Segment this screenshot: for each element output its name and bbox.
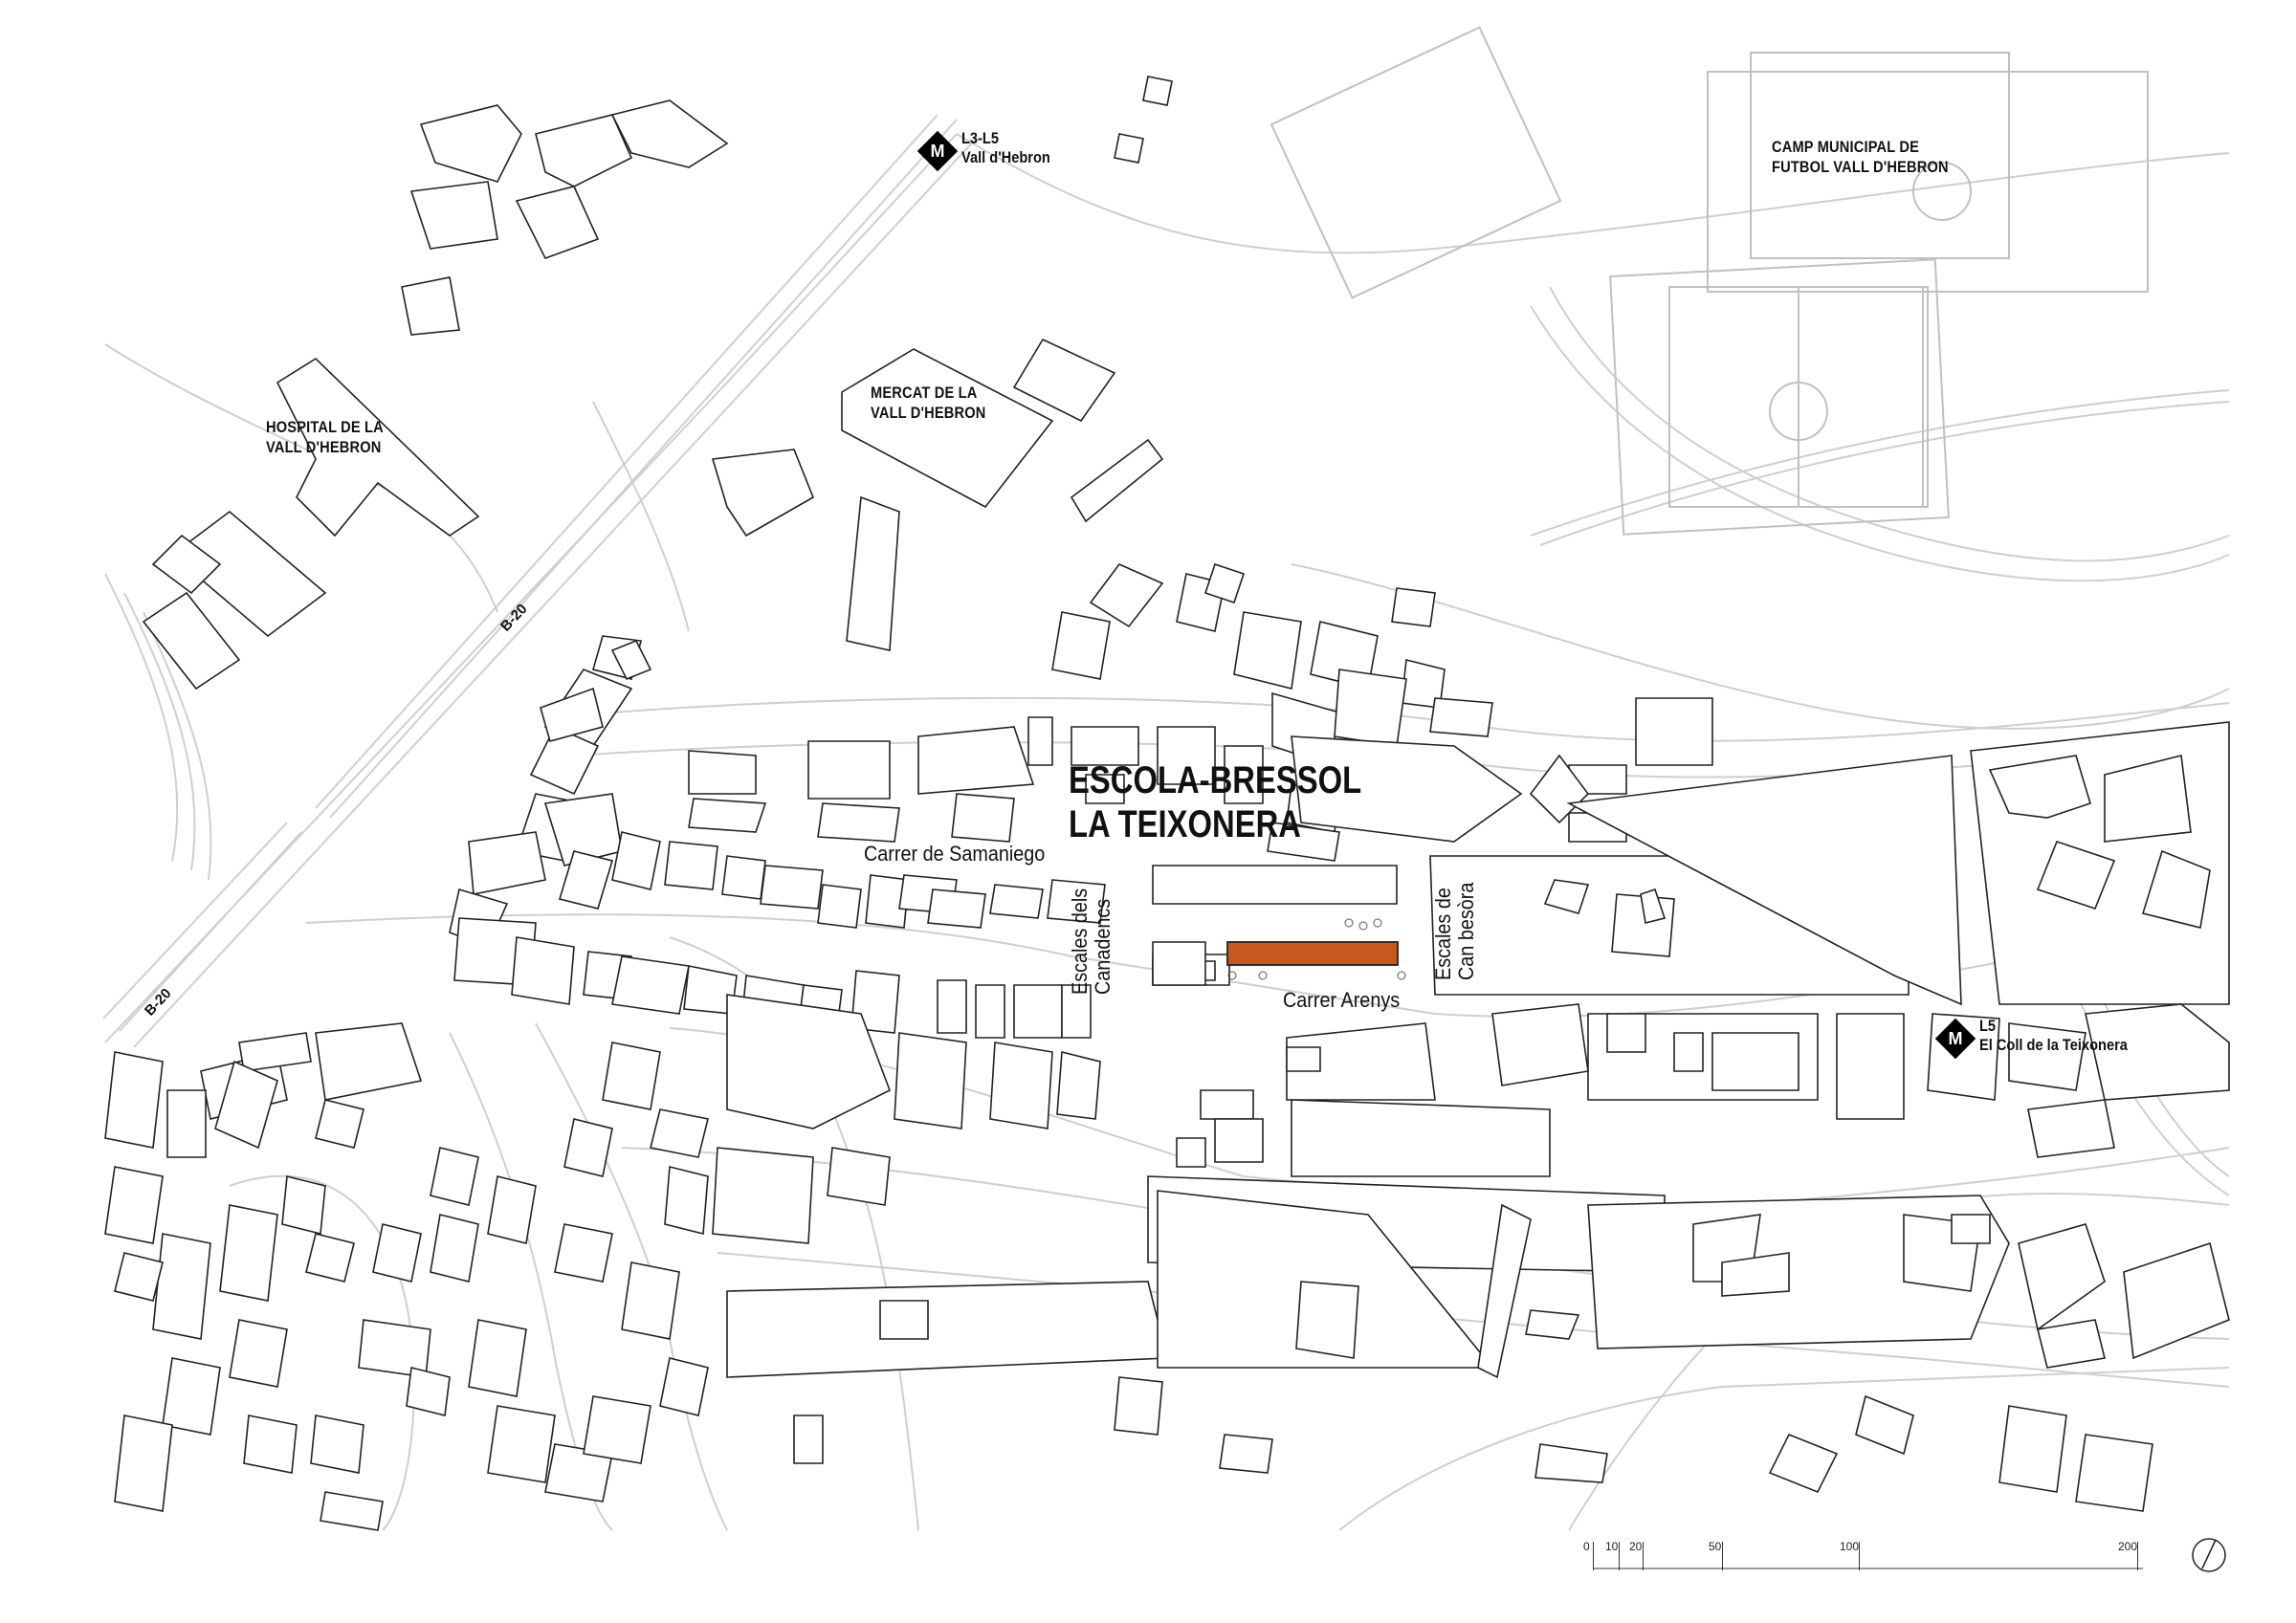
scale-tick-50: 50 bbox=[1709, 1540, 1722, 1553]
football-fields bbox=[1269, 26, 2149, 536]
metro-symbol: M bbox=[930, 142, 945, 161]
buildings bbox=[104, 76, 2230, 1531]
street-label-arenys: Carrer Arenys bbox=[1283, 988, 1401, 1012]
scale-tick-20: 20 bbox=[1629, 1540, 1643, 1553]
metro-station-name: Vall d'Hebron bbox=[961, 148, 1050, 166]
label-camp-municipal: CAMP MUNICIPAL DE FUTBOL VALL D'HEBRON bbox=[1772, 138, 1949, 176]
metro-line-label: L3-L5 bbox=[961, 129, 999, 147]
street-label-samaniego: Carrer de Samaniego bbox=[864, 842, 1046, 866]
metro-line-label: L5 bbox=[1979, 1017, 1997, 1035]
scale-tick-200: 200 bbox=[2118, 1540, 2138, 1553]
scale-tick-100: 100 bbox=[1840, 1540, 1860, 1553]
project-title: ESCOLA-BRESSOL LA TEIXONERA bbox=[1069, 759, 1362, 845]
scale-tick-10: 10 bbox=[1605, 1540, 1619, 1553]
project-site bbox=[1226, 918, 1406, 980]
escola-bressol-site bbox=[1226, 941, 1399, 966]
scale-bar: 0 10 20 50 100 200 bbox=[1583, 1540, 2148, 1580]
north-arrow-icon bbox=[2192, 1538, 2226, 1572]
scale-tick-0: 0 bbox=[1583, 1540, 1590, 1553]
metro-symbol: M bbox=[1948, 1029, 1963, 1048]
street-label-escales-canadencs: Escales dels Canadencs bbox=[1068, 888, 1115, 995]
metro-station-name: El Coll de la Teixonera bbox=[1979, 1036, 2128, 1054]
street-label-escales-can-besora: Escales de Can besòra bbox=[1431, 882, 1478, 980]
label-hospital: HOSPITAL DE LA VALL D'HEBRON bbox=[266, 418, 384, 456]
label-mercat: MERCAT DE LA VALL D'HEBRON bbox=[871, 384, 986, 422]
